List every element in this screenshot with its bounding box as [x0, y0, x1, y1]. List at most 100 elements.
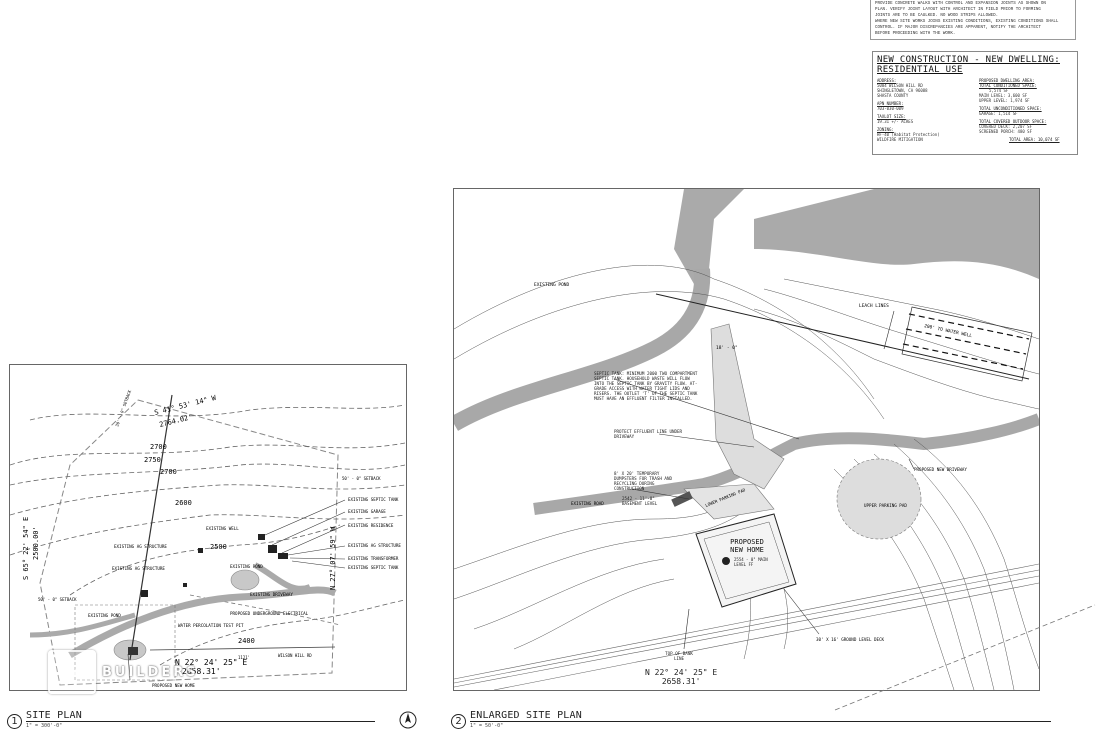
taxlot-value: 19.31 +/- ACRES [877, 119, 914, 124]
zoning-value: WILDFIRE MITIGATION [877, 137, 923, 142]
project-info-box: NEW CONSTRUCTION - NEW DWELLING: RESIDEN… [872, 51, 1078, 155]
label-water-well: 200' TO WATER WELL [924, 323, 973, 339]
new-home-marker [128, 647, 138, 655]
builder-logo: dc BUILDERS [48, 650, 199, 694]
label-existing-well: EXISTING WELL [206, 526, 239, 531]
project-title-line1: NEW CONSTRUCTION - NEW DWELLING: [877, 55, 1060, 65]
residence-marker [278, 553, 288, 559]
site-plan-scale: 1" = 300'-0" [26, 723, 63, 729]
address-value: 5084 WILSON HILL RD [877, 83, 923, 88]
unconditioned-label: TOTAL UNCONDITIONED SPACE: [979, 106, 1042, 111]
label-existing-septic-tank: EXISTING SEPTIC TANK [348, 497, 399, 502]
project-info-left: ADDRESS: 5084 WILSON HILL RD SHINGLETOWN… [877, 78, 971, 142]
boundary-dashed-line [834, 604, 1096, 711]
label-existing-pond: EXISTING POND [534, 282, 570, 288]
unconditioned-value: GARAGE: 1,514 SF [979, 111, 1018, 116]
label-existing-transformer: EXISTING TRANSFORMER [348, 556, 399, 561]
enlarged-bearing: N 22° 24' 25" E 2658.31' [645, 668, 717, 686]
apn-label: APN NUMBER: [877, 101, 904, 106]
taxlot-label: TAXLOT SIZE: [877, 114, 906, 119]
note-line: JOINTS ARE TO BE CAULKED. NO WOOD STRIPS… [875, 14, 999, 18]
label-deck: 30' X 16' GROUND LEVEL DECK [816, 637, 885, 642]
contour-label: 2600 [175, 499, 192, 507]
label-septic-tank: SEPTIC TANK: MINIMUM 2000 TWO COMPARTMEN… [594, 371, 698, 401]
label-existing-garage: EXISTING GARAGE [348, 509, 386, 514]
conditioned-value: MAIN LEVEL: 3,600 SF [979, 93, 1028, 98]
conditioned-label: TOTAL CONDITIONED SPACE: [979, 83, 1037, 88]
label-existing-road: EXISTING ROAD [571, 501, 604, 506]
contour-label: 2500 [210, 543, 227, 551]
logo-mark: dc [48, 650, 96, 694]
bearing-right: N 27° 07' 59" W [329, 526, 337, 590]
enlarged-plan-titlebar: 2 ENLARGED SITE PLAN 1" = 50'-0" [451, 711, 1051, 729]
label-main-level: 2554 - 0" MAIN LEVEL FF [734, 557, 768, 567]
dist-bottom: 2658.31' [182, 667, 221, 676]
setback-top-label: 30' - 0" SETBACK [114, 389, 132, 427]
dim-label: 1121' [238, 655, 250, 660]
note-line: BEFORE PROCEEDING WITH THE WORK. [875, 32, 956, 36]
address-value: SHASTA COUNTY [877, 93, 909, 98]
label-existing-ag-structure: EXISTING AG STRUCTURE [114, 544, 167, 549]
contour-label: 2750 [144, 456, 161, 464]
dist-left: 2500.00' [32, 526, 40, 560]
project-title-line2: RESIDENTIAL USE [877, 65, 963, 75]
dist-top: 2764.02' [159, 413, 194, 429]
label-existing-residence: EXISTING RESIDENCE [348, 523, 394, 528]
label-existing-pond: EXISTING POND [88, 613, 121, 618]
project-info-right: PROPOSED DWELLING AREA: TOTAL CONDITIONE… [979, 78, 1073, 142]
well-marker [198, 548, 203, 553]
dist-bottom: 2658.31' [661, 677, 701, 686]
covered-label: TOTAL COVERED OUTDOOR SPACE: [979, 119, 1047, 124]
label-protect-effluent: PROTECT EFFLUENT LINE UNDER DRIVEWAY [614, 429, 683, 439]
label-water-perc: WATER PERCOLATION TEST PIT [178, 623, 244, 628]
zoning-label: ZONING: [877, 127, 894, 132]
label-dumpsters: 8' X 20' TEMPORARY DUMPSTERS FOR TRASH A… [614, 471, 672, 491]
address-label: ADDRESS: [877, 78, 897, 83]
enlarged-plan-frame: EXISTING POND LEACH LINES 200' TO WATER … [449, 188, 1042, 691]
dim-label: 18' - 0" [716, 345, 738, 351]
conditioned-value: 5,574 SF [989, 88, 1009, 93]
note-line: PLAN. VERIFY JOINT LAYOUT WITH ARCHITECT… [875, 8, 1041, 12]
note-line: CONTROL. IF MAJOR DISCREPANCIES ARE APPA… [875, 26, 1041, 30]
label-proposed-electrical: PROPOSED UNDERGROUND ELECTRICAL [230, 611, 309, 616]
note-line: WHERE NEW SITE WORKS JOINS EXISTING COND… [875, 20, 1059, 24]
zoning-value: HF-40 (Habitat Protection) [877, 132, 940, 137]
enlarged-plan-scale: 1" = 50'-0" [470, 723, 504, 729]
label-existing-ag-structure: EXISTING AG STRUCTURE [112, 566, 165, 571]
covered-value: SCREENED PORCH: 480 SF [979, 129, 1032, 134]
site-plan-title: SITE PLAN [26, 710, 82, 721]
drawing-number: 2 [451, 714, 466, 729]
north-arrow-icon [399, 711, 417, 729]
label-existing-pond: EXISTING POND [230, 564, 263, 569]
label-proposed-new-home: PROPOSED NEW HOME [152, 683, 195, 688]
label-proposed-driveway: PROPOSED NEW DRIVEWAY [914, 467, 967, 472]
septic-tank-marker [258, 534, 265, 540]
label-proposed-home: PROPOSED NEW HOME [730, 538, 764, 554]
note-line: PROVIDE CONCRETE WALKS WITH CONTROL AND … [875, 2, 1046, 6]
apn-value: 703-030-009 [877, 106, 904, 111]
enlarged-plan-drawing: EXISTING POND LEACH LINES 200' TO WATER … [449, 189, 1042, 691]
bearing-left: S 65° 22' 54" E [22, 517, 30, 580]
setback-right-label: 50' - 0" SETBACK [342, 476, 381, 481]
ag-structure-marker [183, 583, 187, 587]
general-notes: PROVIDE CONCRETE WALKS WITH CONTROL AND … [870, 0, 1076, 40]
label-existing-driveway: EXISTING DRIVEWAY [250, 592, 293, 597]
label-existing-septic-tank: EXISTING SEPTIC TANK [348, 565, 399, 570]
setback-left-label: 50' - 0" SETBACK [38, 597, 77, 602]
bearing-bottom: N 22° 24' 25" E [175, 658, 247, 667]
drawing-number: 1 [7, 714, 22, 729]
enlarged-plan-title: ENLARGED SITE PLAN [470, 710, 582, 721]
site-plan-frame: S 41° 53' 14" W 2764.02' S 65° 22' 54" E… [9, 364, 407, 691]
label-upper-parking: UPPER PARKING PAD [864, 503, 907, 508]
dwelling-area-label: PROPOSED DWELLING AREA: [979, 78, 1035, 83]
site-plan-titlebar: 1 SITE PLAN 1" = 300'-0" [7, 711, 417, 729]
conditioned-value: UPPER LEVEL: 1,974 SF [979, 98, 1030, 103]
label-basement-level: 2542 - 11'-0" BASEMENT LEVEL [622, 496, 658, 506]
garage-marker [268, 545, 277, 553]
contour-label: 2400 [238, 637, 255, 645]
label-wilson-hill: WILSON HILL RD [278, 653, 312, 658]
site-plan-drawing: S 41° 53' 14" W 2764.02' S 65° 22' 54" E… [9, 389, 406, 688]
label-top-of-bank: TOP OF BANK LINE [665, 651, 693, 661]
label-existing-ag-structure: EXISTING AG STRUCTURE [348, 543, 401, 548]
covered-value: COVERED DECK: 2,207 SF [979, 124, 1032, 129]
